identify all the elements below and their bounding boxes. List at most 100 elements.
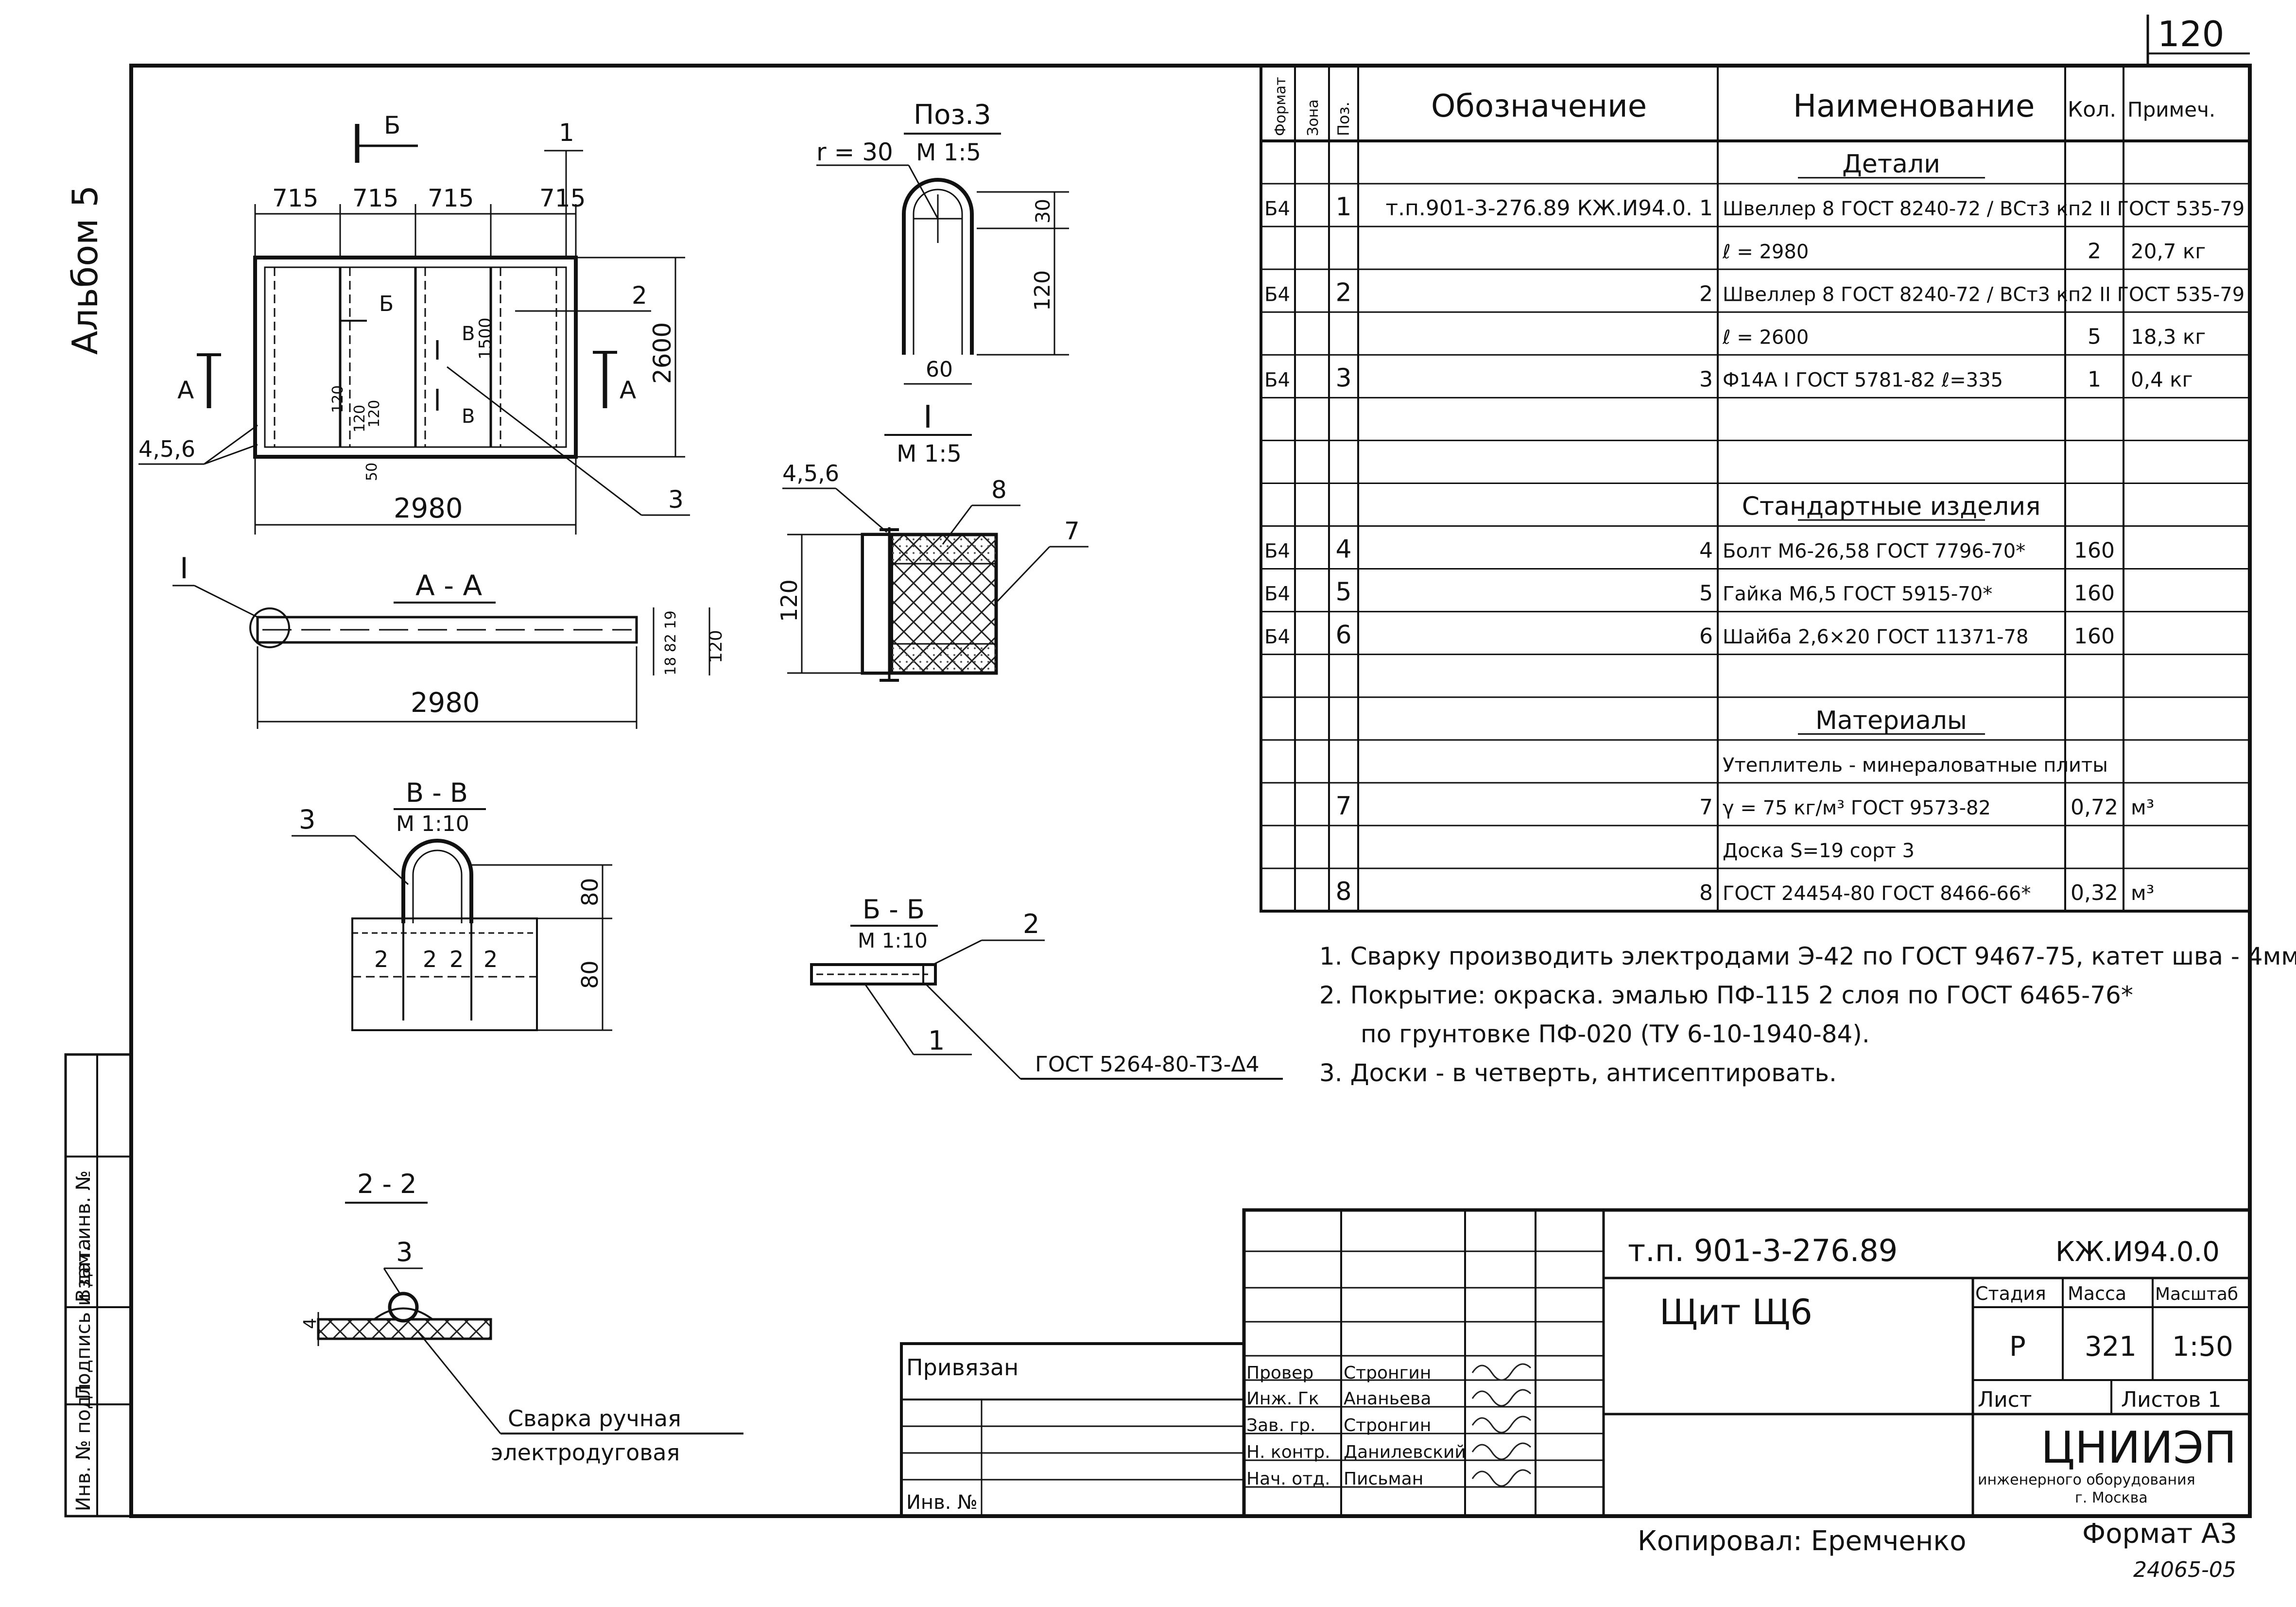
title-doc-code: т.п. 901-3-276.89 <box>1628 1233 1898 1268</box>
detail-1-dim-120: 120 <box>776 579 802 622</box>
spec-header-name: Наименование <box>1793 88 2035 124</box>
plan-pos-2: 2 <box>632 281 647 310</box>
signature-name: Стронгин <box>1344 1363 1431 1383</box>
title-stage-label: Стадия <box>1975 1283 2046 1304</box>
plan-inner-v-top: В <box>462 323 475 345</box>
spec-cell-pos: 6 <box>1335 621 1351 650</box>
spec-cell-designation: т.п.901-3-276.89 КЖ.И94.0. 1 <box>1385 196 1713 221</box>
signature-name: Письман <box>1344 1469 1423 1489</box>
section-vv: В - В М 1:10 2 2 2 2 3 80 80 <box>292 778 612 1031</box>
plan-dim-2980: 2980 <box>394 493 463 524</box>
plan-section-a-left: А <box>177 376 194 404</box>
section-vv-weld-4: 2 <box>483 946 498 972</box>
detail-1-pos-7: 7 <box>1064 517 1080 545</box>
spec-cell-name: Ф14А I ГОСТ 5781-82 ℓ=335 <box>1723 369 2003 391</box>
spec-header-designation: Обозначение <box>1431 88 1647 124</box>
spec-table <box>1260 64 2251 913</box>
pos3-view: Поз.3 М 1:5 r = 30 30 120 60 <box>816 99 1069 385</box>
plan-pos-1: 1 <box>559 119 574 147</box>
pos3-dim-60: 60 <box>926 357 953 382</box>
side-stamp: Инв. № подл. Подпись и дата Взам. инв. № <box>64 1053 133 1518</box>
side-stamp-cell-replace: Взам. инв. № <box>72 1170 95 1302</box>
plan-pos-3: 3 <box>668 485 684 514</box>
detail-1-title: I <box>923 399 932 435</box>
plan-view: 715 715 715 715 2980 2600 1500 120 120 1… <box>138 111 690 535</box>
spec-cell-name: Швеллер 8 ГОСТ 8240-72 / ВСт3 кп2 II ГОС… <box>1723 283 2244 306</box>
section-22-title: 2 - 2 <box>357 1169 417 1199</box>
spec-cell-designation: 2 <box>1699 281 1713 306</box>
plan-inner-v-bottom: В <box>462 405 475 428</box>
spec-cell-name: ℓ = 2980 <box>1722 241 1809 263</box>
title-drawing-name: Щит Щ6 <box>1659 1292 1813 1332</box>
section-vv-title: В - В <box>406 778 468 808</box>
spec-header-zone: Зона <box>1305 99 1322 136</box>
signature-role: Инж. Гк <box>1246 1389 1319 1409</box>
spec-cell-pos: 3 <box>1335 363 1351 393</box>
section-vv-weld-2: 2 <box>423 946 437 972</box>
spec-cell-pos: 8 <box>1335 877 1351 906</box>
section-bb: Б - Б М 1:10 2 1 ГОСТ 5264-80-Т3-Δ4 <box>810 894 1283 1080</box>
spec-cell-designation: 8 <box>1699 881 1713 905</box>
album-label: Альбом 5 <box>65 185 105 355</box>
note-2: 2. Покрытие: окраска. эмалью ПФ-115 2 сл… <box>1319 981 2133 1009</box>
section-bb-pos-1: 1 <box>928 1025 945 1056</box>
section-vv-scale: М 1:10 <box>396 812 469 836</box>
title-mass-label: Масса <box>2068 1283 2126 1304</box>
title-org-sub-2: г. Москва <box>2075 1489 2148 1506</box>
spec-cell-qty: 2 <box>2088 239 2101 263</box>
pos3-radius: r = 30 <box>816 138 893 166</box>
spec-header-note: Примеч. <box>2127 98 2215 121</box>
plan-inner-b-mark: Б <box>379 292 394 316</box>
section-22-weld-caption-2: электродуговая <box>491 1439 680 1466</box>
title-bound-label: Привязан <box>906 1354 1019 1381</box>
section-vv-weld-1: 2 <box>374 946 388 972</box>
spec-cell-name: ГОСТ 24454-80 ГОСТ 8466-66* <box>1723 882 2031 905</box>
spec-cell-note: м³ <box>2131 795 2155 819</box>
pos3-scale: М 1:5 <box>916 139 981 166</box>
pos3-dim-120: 120 <box>1030 270 1055 311</box>
section-22-pos-3: 3 <box>396 1237 413 1267</box>
spec-cell-pos: 4 <box>1335 535 1351 564</box>
spec-cell-name: γ = 75 кг/м³ ГОСТ 9573-82 <box>1723 797 1991 819</box>
spec-cell-note: 18,3 кг <box>2131 325 2206 348</box>
section-aa-title: А - А <box>415 569 482 602</box>
plan-dim-715-2: 715 <box>352 184 398 212</box>
section-22-weld-caption-1: Сварка ручная <box>508 1405 681 1432</box>
spec-cell-qty: 1 <box>2088 367 2101 392</box>
spec-cell-pos: 1 <box>1335 192 1351 222</box>
spec-cell-name: Детали <box>1842 150 1940 179</box>
spec-cell-pos: 5 <box>1335 578 1351 607</box>
section-bb-weld-note: ГОСТ 5264-80-Т3-Δ4 <box>1035 1052 1260 1077</box>
title-scale-label: Масштаб <box>2155 1284 2238 1304</box>
spec-cell-format: Б4 <box>1264 583 1290 605</box>
spec-cell-name: Шайба 2,6×20 ГОСТ 11371-78 <box>1723 626 2028 648</box>
spec-header-qty: Кол. <box>2068 97 2116 122</box>
spec-cell-note: 20,7 кг <box>2131 239 2206 263</box>
spec-header-format: Формат <box>1272 77 1289 136</box>
note-2-cont: по грунтовке ПФ-020 (ТУ 6-10-1940-84). <box>1361 1020 1870 1048</box>
spec-cell-name: Утеплитель - минераловатные плиты <box>1723 754 2108 777</box>
title-sheet-label: Лист <box>1978 1387 2032 1412</box>
spec-cell-pos: 2 <box>1335 278 1351 307</box>
note-1: 1. Сварку производить электродами Э-42 п… <box>1319 942 2296 970</box>
detail-1: I М 1:5 120 4,5,6 8 7 <box>776 399 1088 682</box>
spec-cell-format: Б4 <box>1264 369 1290 391</box>
section-bb-pos-2: 2 <box>1023 909 1039 939</box>
archive-number: 24065-05 <box>2133 1557 2236 1582</box>
plan-dim-120a: 120 <box>329 385 346 413</box>
section-aa-dim-thickness: 18 82 19 <box>662 610 679 675</box>
side-stamp-cell-inv: Инв. № подл. <box>72 1377 95 1511</box>
title-mass-value: 321 <box>2085 1331 2137 1363</box>
section-bb-title: Б - Б <box>863 894 925 925</box>
plan-dim-715-1: 715 <box>272 184 318 212</box>
spec-cell-format: Б4 <box>1264 540 1290 563</box>
section-22-dim-4: 4 <box>300 1318 320 1329</box>
pos3-dim-30: 30 <box>1032 199 1054 224</box>
handwritten-signature <box>1471 1442 1532 1460</box>
title-scale-value: 1:50 <box>2172 1331 2233 1363</box>
page-number: 120 <box>2158 14 2224 54</box>
section-aa-dim-120: 120 <box>706 630 726 663</box>
title-sheets-label: Листов 1 <box>2121 1387 2221 1412</box>
spec-cell-format: Б4 <box>1264 283 1290 306</box>
